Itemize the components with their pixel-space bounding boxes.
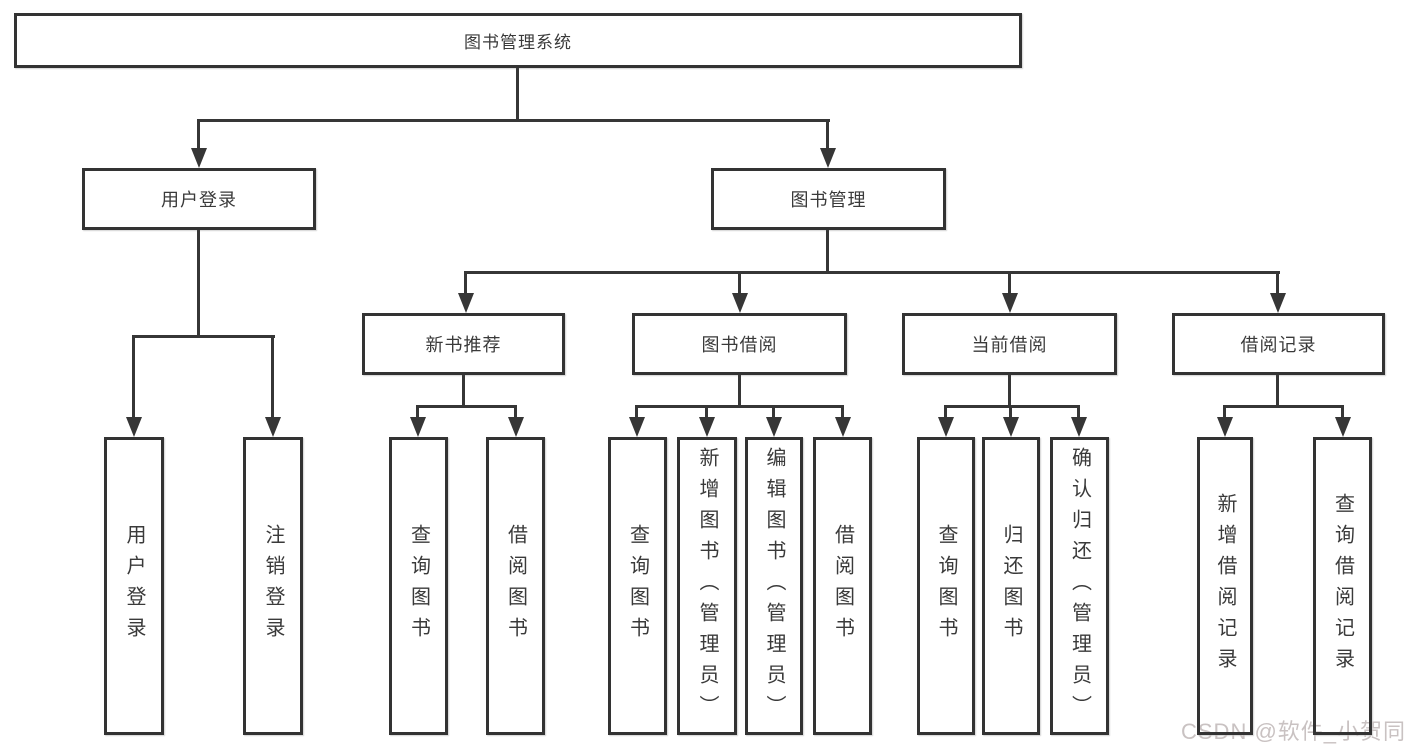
leaf-add-book-admin-label: 新增图书（管理员） <box>696 446 718 726</box>
connector-line <box>466 271 1280 274</box>
connector-line <box>464 271 467 297</box>
connector-line <box>772 405 775 421</box>
node-user-login: 用户登录 <box>82 168 316 230</box>
leaf-logout-label: 注销登录 <box>262 524 284 648</box>
arrow-down-icon <box>699 417 715 437</box>
arrow-down-icon <box>1002 293 1018 313</box>
connector-line <box>516 68 519 121</box>
arrow-down-icon <box>265 417 281 437</box>
connector-line <box>416 405 419 421</box>
arrow-down-icon <box>1003 417 1019 437</box>
leaf-confirm-return-admin: 确认归还（管理员） <box>1050 437 1109 735</box>
arrow-down-icon <box>1335 417 1351 437</box>
node-new-book-recommend-label: 新书推荐 <box>425 335 502 355</box>
connector-line <box>271 335 274 421</box>
leaf-borrow-book: 借阅图书 <box>813 437 872 735</box>
arrow-down-icon <box>458 293 474 313</box>
arrow-down-icon <box>629 417 645 437</box>
arrow-down-icon <box>766 417 782 437</box>
connector-line <box>1008 271 1011 297</box>
node-user-login-label: 用户登录 <box>161 190 237 210</box>
connector-line <box>705 405 708 421</box>
connector-line <box>1077 405 1080 421</box>
node-book-borrow-label: 图书借阅 <box>701 335 778 355</box>
leaf-add-book-admin: 新增图书（管理员） <box>677 437 737 735</box>
node-book-management: 图书管理 <box>711 168 946 230</box>
connector-line <box>197 230 200 337</box>
connector-line <box>738 271 741 297</box>
leaf-borrow-book-recommend-label: 借阅图书 <box>504 524 527 648</box>
arrow-down-icon <box>732 293 748 313</box>
arrow-down-icon <box>938 417 954 437</box>
leaf-query-book-current-label: 查询图书 <box>935 524 957 648</box>
leaf-return-book: 归还图书 <box>982 437 1040 735</box>
csdn-watermark: CSDN @软件_小贺同学 <box>1181 719 1405 744</box>
node-new-book-recommend: 新书推荐 <box>362 313 565 375</box>
connector-line <box>1223 405 1226 421</box>
connector-line <box>1276 271 1279 297</box>
node-root: 图书管理系统 <box>14 13 1022 68</box>
leaf-edit-book-admin-label: 编辑图书（管理员） <box>763 446 785 726</box>
arrow-down-icon <box>1270 293 1286 313</box>
leaf-query-book-recommend-label: 查询图书 <box>407 524 430 648</box>
connector-line <box>1224 405 1344 408</box>
leaf-confirm-return-admin-label: 确认归还（管理员） <box>1068 446 1091 726</box>
leaf-return-book-label: 归还图书 <box>1000 524 1022 648</box>
connector-line <box>197 119 200 153</box>
connector-line <box>635 405 638 421</box>
leaf-user-login-label: 用户登录 <box>123 524 145 648</box>
arrow-down-icon <box>1217 417 1233 437</box>
connector-line <box>945 405 1080 408</box>
node-root-label: 图书管理系统 <box>464 33 572 52</box>
node-current-borrow-label: 当前借阅 <box>971 335 1048 355</box>
connector-line <box>1008 375 1011 407</box>
connector-line <box>514 405 517 421</box>
leaf-add-borrow-record: 新增借阅记录 <box>1197 437 1253 735</box>
leaf-query-book-recommend: 查询图书 <box>389 437 448 735</box>
leaf-borrow-book-recommend: 借阅图书 <box>486 437 545 735</box>
leaf-query-borrow-record: 查询借阅记录 <box>1313 437 1372 735</box>
arrow-down-icon <box>835 417 851 437</box>
node-borrow-records-label: 借阅记录 <box>1240 335 1317 355</box>
node-borrow-records: 借阅记录 <box>1172 313 1385 375</box>
connector-line <box>1276 375 1279 407</box>
arrow-down-icon <box>820 148 836 168</box>
connector-line <box>826 119 829 153</box>
arrow-down-icon <box>508 417 524 437</box>
connector-line <box>462 375 465 407</box>
connector-line <box>636 405 844 408</box>
node-book-borrow: 图书借阅 <box>632 313 847 375</box>
leaf-query-book-current: 查询图书 <box>917 437 975 735</box>
leaf-edit-book-admin: 编辑图书（管理员） <box>745 437 803 735</box>
connector-line <box>133 335 275 338</box>
leaf-query-book-borrow: 查询图书 <box>608 437 667 735</box>
leaf-borrow-book-label: 借阅图书 <box>831 524 854 648</box>
connector-line <box>1009 405 1012 421</box>
connector-line <box>841 405 844 421</box>
connector-line <box>417 405 517 408</box>
leaf-user-login: 用户登录 <box>104 437 164 735</box>
connector-line <box>738 375 741 407</box>
connector-line <box>132 335 135 421</box>
arrow-down-icon <box>410 417 426 437</box>
connector-line <box>944 405 947 421</box>
leaf-query-borrow-record-label: 查询借阅记录 <box>1331 493 1354 679</box>
node-current-borrow: 当前借阅 <box>902 313 1117 375</box>
connector-line <box>826 230 829 273</box>
arrow-down-icon <box>191 148 207 168</box>
leaf-query-book-borrow-label: 查询图书 <box>626 524 649 648</box>
leaf-add-borrow-record-label: 新增借阅记录 <box>1214 493 1236 679</box>
node-book-management-label: 图书管理 <box>790 190 867 210</box>
leaf-logout: 注销登录 <box>243 437 303 735</box>
arrow-down-icon <box>1071 417 1087 437</box>
arrow-down-icon <box>126 417 142 437</box>
connector-line <box>1341 405 1344 421</box>
connector-line <box>198 119 830 122</box>
